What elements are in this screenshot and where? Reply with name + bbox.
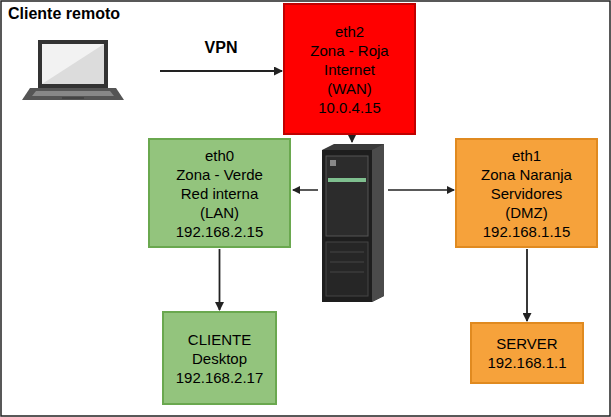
node-text: 192.168.2.15 xyxy=(176,222,264,241)
arrow xyxy=(388,189,454,191)
node-text: Servidores xyxy=(491,184,563,203)
node-text: Zona - Roja xyxy=(310,41,388,60)
server-box: SERVER192.168.1.1 xyxy=(470,322,584,384)
node-text: Zona - Verde xyxy=(176,165,263,184)
node-text: Red interna xyxy=(181,184,259,203)
node-text: (WAN) xyxy=(327,79,371,98)
connector-arrow xyxy=(219,249,221,310)
node-text: 192.168.1.15 xyxy=(483,222,571,241)
node-text: Desktop xyxy=(192,349,247,368)
node-text: (LAN) xyxy=(200,203,239,222)
node-text: (DMZ) xyxy=(505,203,547,222)
node-text: Zona Naranja xyxy=(481,165,572,184)
node-text: eth2 xyxy=(335,22,364,41)
server-tower xyxy=(322,144,384,302)
node-text: 192.168.2.17 xyxy=(176,368,264,387)
laptop-icon xyxy=(22,40,124,100)
connector-arrow xyxy=(160,70,282,72)
node-text: 10.0.4.15 xyxy=(318,98,381,117)
node-text: eth1 xyxy=(512,146,541,165)
dmz-zone-box: eth1Zona NaranjaServidores(DMZ)192.168.1… xyxy=(455,138,598,248)
arrow xyxy=(351,136,353,142)
node-text: SERVER xyxy=(496,334,557,353)
node-text: CLIENTE xyxy=(188,330,251,349)
arrow xyxy=(293,189,318,191)
client-box: CLIENTEDesktop192.168.2.17 xyxy=(162,311,277,405)
node-text: 192.168.1.1 xyxy=(487,353,566,372)
node-text: Internet xyxy=(324,60,375,79)
edge-label: VPN xyxy=(203,39,240,57)
remote-client: Cliente remoto xyxy=(8,4,158,100)
node-text: Cliente remoto xyxy=(8,4,120,23)
wan-zone-box: eth2Zona - RojaInternet(WAN)10.0.4.15 xyxy=(283,3,416,135)
node-text: eth0 xyxy=(205,146,234,165)
connector-arrow xyxy=(526,249,528,321)
lan-zone-box: eth0Zona - VerdeRed interna(LAN)192.168.… xyxy=(148,138,291,248)
